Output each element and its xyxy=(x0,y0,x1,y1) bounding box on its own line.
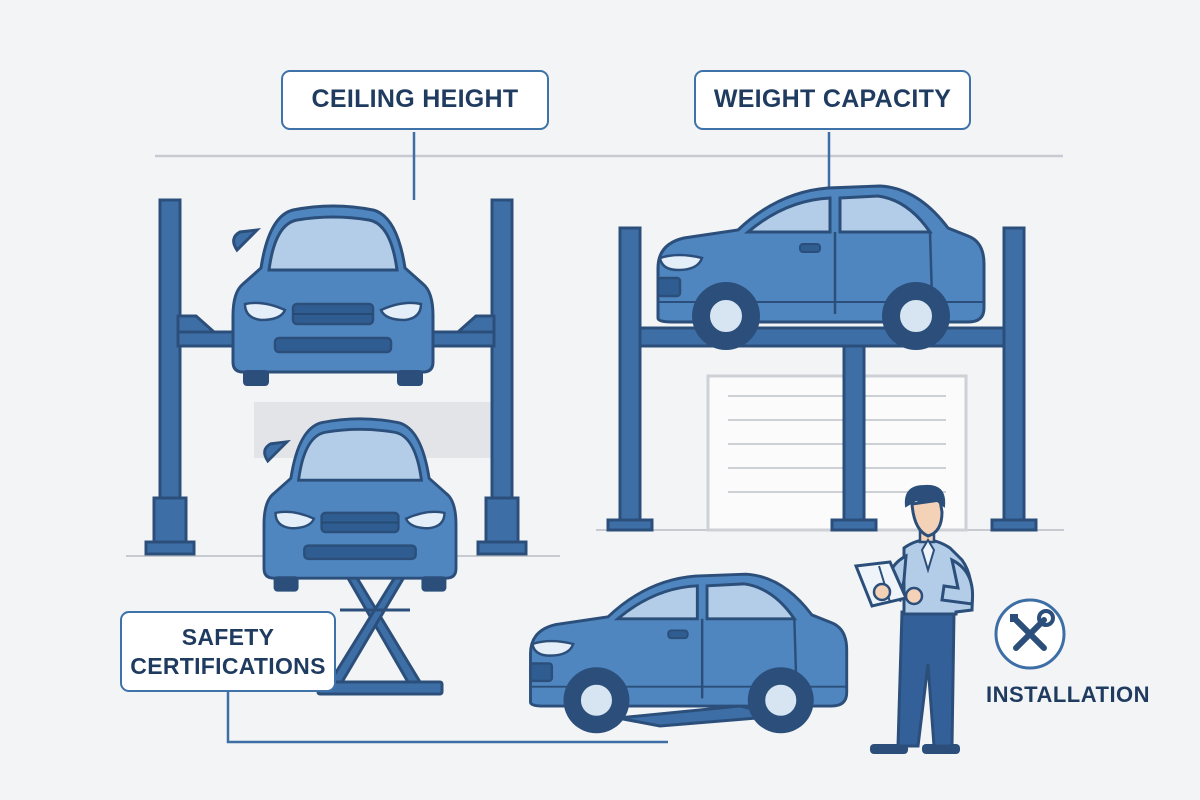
technician xyxy=(853,484,975,754)
safety-label-line1: SAFETY xyxy=(181,623,275,650)
car-on-two-post-lift xyxy=(656,184,986,352)
car-on-ramp xyxy=(529,572,849,735)
ceiling-height-label: CEILING HEIGHT xyxy=(311,85,519,114)
ceiling-height-callout: CEILING HEIGHT xyxy=(281,70,549,130)
weight-capacity-callout: WEIGHT CAPACITY xyxy=(694,70,971,130)
weight-capacity-label: WEIGHT CAPACITY xyxy=(713,85,952,114)
safety-connector xyxy=(226,692,668,744)
installation-label: INSTALLATION xyxy=(986,682,1151,707)
safety-certifications-callout: SAFETY CERTIFICATIONS xyxy=(120,611,336,692)
four-post-lift xyxy=(144,198,528,556)
safety-label-line2: CERTIFICATIONS xyxy=(130,652,326,679)
wrench-screwdriver-icon xyxy=(994,598,1066,670)
car-on-four-post-lift xyxy=(231,204,435,388)
